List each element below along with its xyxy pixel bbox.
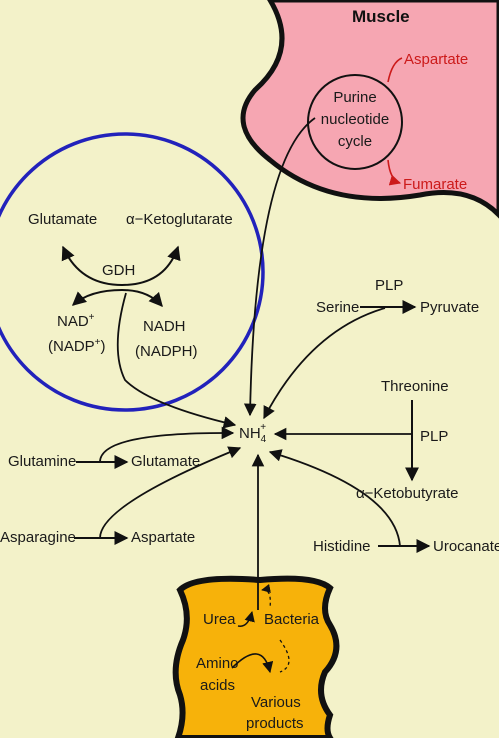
gdh-enzyme: GDH (102, 262, 135, 279)
gdh-arrow-ketoglutarate (121, 245, 181, 286)
gdh-glutamate: Glutamate (28, 211, 97, 228)
purine-cycle-label-3: cycle (338, 133, 372, 150)
gdh-arrow-glutamate (61, 245, 123, 286)
gut-amino-2: acids (200, 677, 235, 694)
muscle-aspartate: Aspartate (404, 51, 468, 68)
gut-shape (172, 575, 340, 738)
gdh-ketoglutarate: α−Ketoglutarate (126, 211, 233, 228)
gdh-arrow-nadh (121, 289, 163, 308)
histidine-label: Histidine (313, 538, 371, 555)
purine-to-ammonia-arrow (243, 117, 316, 417)
gdh-nadp: (NADP+) (48, 337, 106, 355)
fumarate-out-arrow (387, 159, 402, 186)
serine-to-ammonia-arrow (263, 307, 386, 420)
glutamine-to-ammonia-arrow (99, 426, 235, 463)
gut-urea: Urea (203, 611, 236, 628)
muscle-title: Muscle (352, 7, 410, 26)
ammonium: NH4+ (239, 422, 267, 445)
gdh-circle (0, 132, 265, 412)
asparagine-to-ammonia-arrow (99, 446, 242, 539)
bacteria-dashed-arrow (261, 583, 271, 609)
gdh-arrow-nad (71, 289, 123, 306)
serine-plp: PLP (375, 277, 403, 294)
purine-cycle-label-2: nucleotide (321, 111, 389, 128)
histidine-to-ammonia-arrow (268, 449, 401, 547)
gdh-to-ammonia-arrow (116, 292, 237, 429)
gut-bacteria: Bacteria (264, 611, 320, 628)
aspartate-in-arrow (387, 57, 403, 83)
glutamine-label: Glutamine (8, 453, 76, 470)
threonine-label: Threonine (381, 378, 449, 395)
gdh-nad: NAD+ (57, 312, 95, 330)
purine-cycle-label-1: Purine (333, 89, 376, 106)
threonine-plp: PLP (420, 428, 448, 445)
purine-cycle-circle (307, 74, 403, 170)
asparagine-product: Aspartate (131, 529, 195, 546)
gut-products-arrow (231, 653, 274, 674)
urea-bacteria-arrow (237, 610, 255, 627)
glutamine-product: Glutamate (131, 453, 200, 470)
gdh-nadh: NADH (143, 318, 186, 335)
asparagine-label: Asparagine (0, 529, 76, 546)
urocanate-label: Urocanate (433, 538, 499, 555)
ketobutyrate-label: α−Ketobutyrate (356, 485, 459, 502)
gut-various-2: products (246, 715, 304, 732)
serine-label: Serine (316, 299, 359, 316)
gut-amino-1: Amino (196, 655, 239, 672)
muscle-fumarate: Fumarate (403, 176, 467, 193)
pyruvate-label: Pyruvate (420, 299, 479, 316)
gdh-nadph: (NADPH) (135, 343, 198, 360)
gut-various-1: Various (251, 694, 301, 711)
